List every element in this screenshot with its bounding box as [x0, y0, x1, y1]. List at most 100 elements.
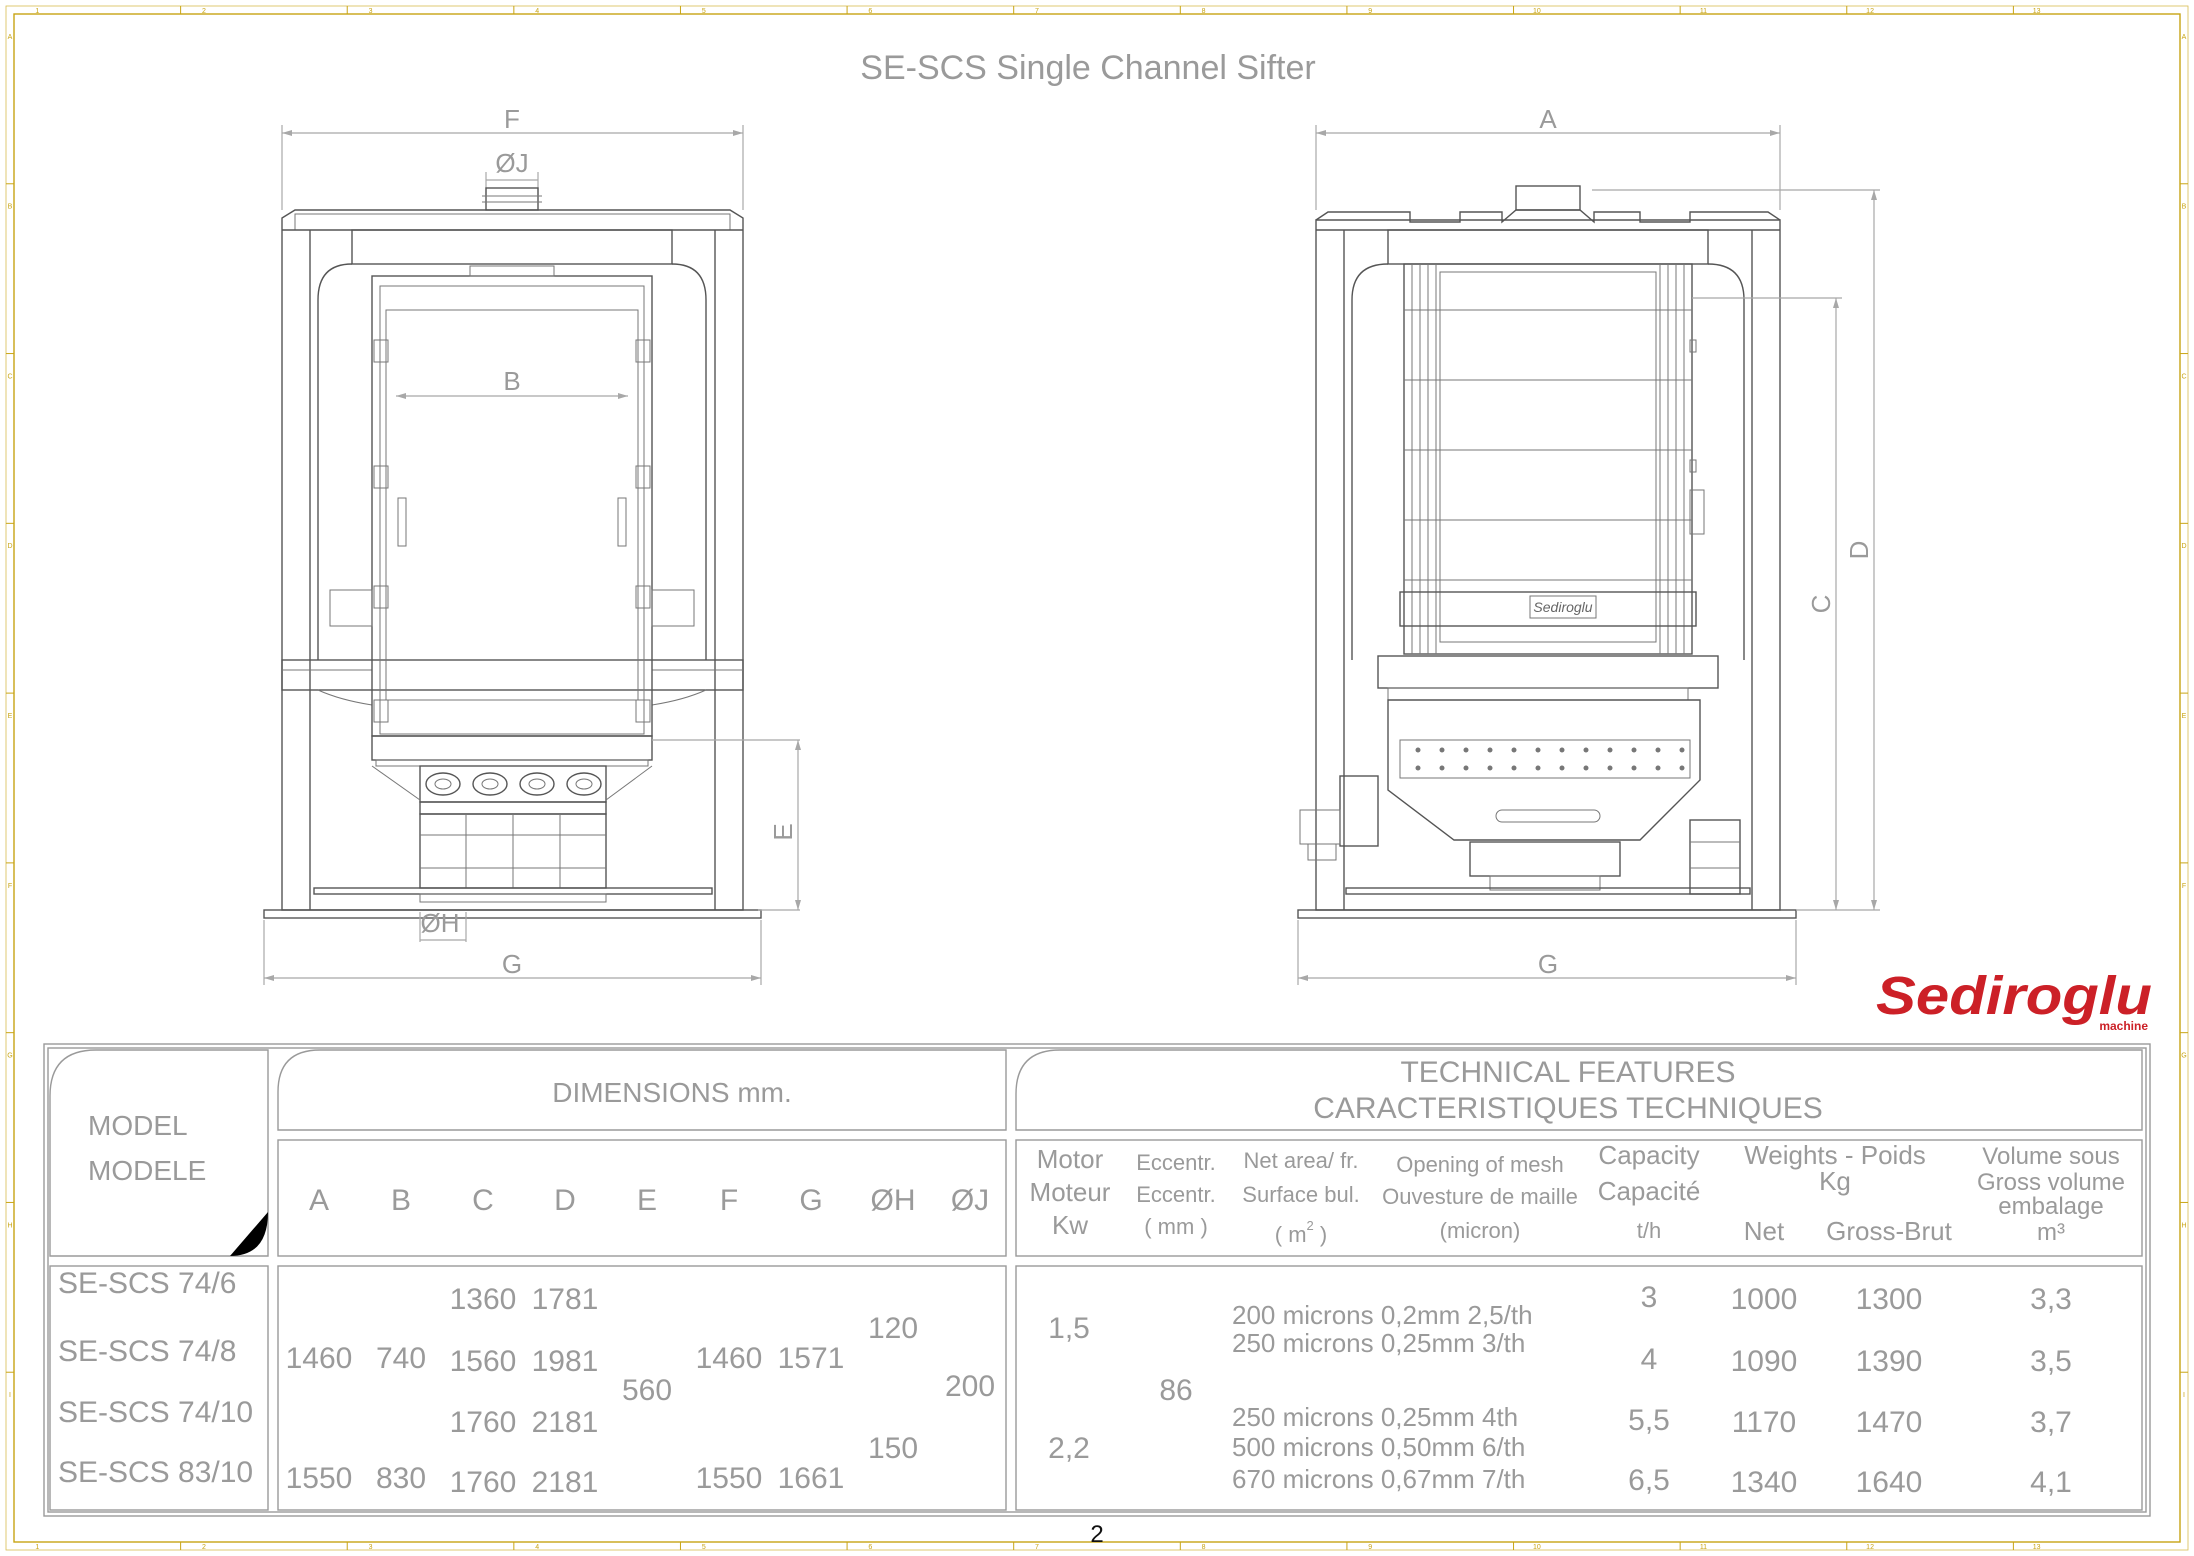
opening-header-1: Opening of mesh: [1396, 1152, 1564, 1177]
dim-F-value: 1460: [696, 1342, 763, 1375]
weight-net-value: 1170: [1732, 1406, 1797, 1439]
mesh-group-b-3: 670 microns 0,67mm 7/th: [1232, 1464, 1525, 1494]
brand-name: Sediroglu: [1876, 966, 2152, 1026]
dim-label-E: E: [768, 823, 798, 840]
frame-col-top-10: 11: [1700, 8, 1707, 15]
weight-net-value: 1000: [1731, 1283, 1798, 1316]
dim-col-header-E: E: [637, 1184, 657, 1217]
frame-row-left-2: C: [7, 373, 12, 380]
frame-col-top-3: 4: [535, 8, 539, 15]
dim-C-value: 1560: [450, 1345, 517, 1378]
dim-A-value: 1550: [286, 1462, 353, 1495]
capacity-header-3: t/h: [1637, 1218, 1661, 1243]
weights-header-2: Kg: [1819, 1166, 1851, 1196]
frame-row-left-6: G: [7, 1053, 12, 1060]
volume-value: 4,1: [2030, 1466, 2072, 1499]
dim-E-value: 560: [622, 1374, 672, 1407]
dim-label-G-right: G: [1538, 949, 1558, 979]
volume-value: 3,3: [2030, 1283, 2072, 1316]
frame-row-right-3: D: [2181, 543, 2186, 550]
dim-D-value: 2181: [532, 1406, 599, 1439]
volume-header-3: embalage: [1998, 1193, 2103, 1220]
frame-row-right-7: H: [2181, 1222, 2186, 1229]
capacity-header-2: Capacité: [1598, 1176, 1701, 1206]
eccentr-header-2: Eccentr.: [1136, 1182, 1215, 1207]
dim-D-value: 1781: [532, 1283, 599, 1316]
brand-logo: Sediroglu machine: [1876, 966, 2152, 1033]
frame-row-left-5: F: [8, 883, 12, 890]
dim-label-H: ØH: [421, 908, 460, 938]
frame-col-bottom-5: 6: [868, 1544, 872, 1551]
model-name: SE-SCS 74/10: [58, 1396, 253, 1429]
frame-row-right-2: C: [2181, 373, 2186, 380]
frame-row-left-7: H: [7, 1222, 12, 1229]
weight-gross-value: 1390: [1856, 1345, 1923, 1378]
model-name: SE-SCS 74/8: [58, 1335, 236, 1368]
mesh-group-b-2: 500 microns 0,50mm 6/th: [1232, 1432, 1525, 1462]
mesh-group-a-1: 200 microns 0,2mm 2,5/th: [1232, 1300, 1533, 1330]
dim-col-header-ØH: ØH: [871, 1184, 916, 1217]
dim-G-value: 1661: [778, 1462, 845, 1495]
frame-col-top-4: 5: [702, 8, 706, 15]
frame-row-right-5: F: [2182, 883, 2186, 890]
model-header-fr: MODELE: [88, 1155, 206, 1186]
weights-gross-header: Gross-Brut: [1826, 1216, 1952, 1246]
volume-header-4: m³: [2037, 1219, 2065, 1246]
frame-col-top-1: 2: [202, 8, 206, 15]
frame-col-top-7: 8: [1202, 8, 1206, 15]
model-name: SE-SCS 83/10: [58, 1456, 253, 1489]
volume-header-2: Gross volume: [1977, 1169, 2125, 1196]
dim-C-value: 1760: [450, 1406, 517, 1439]
dim-label-F: F: [504, 104, 520, 134]
frame-col-bottom-1: 2: [202, 1544, 206, 1551]
frame-row-right-6: G: [2181, 1053, 2186, 1060]
frame-col-bottom-12: 13: [2033, 1544, 2041, 1551]
motor-header-1: Motor: [1037, 1144, 1104, 1174]
frame-col-bottom-0: 1: [35, 1544, 39, 1551]
dim-col-header-G: G: [799, 1184, 822, 1217]
frame-col-top-11: 12: [1866, 8, 1874, 15]
side-view-drawing: A Sediroglu: [1297, 104, 1880, 985]
dim-label-B: B: [503, 366, 520, 396]
page-number: 2: [1090, 1521, 1103, 1548]
opening-header-3: (micron): [1440, 1218, 1521, 1243]
nameplate-text: Sediroglu: [1533, 599, 1592, 615]
mesh-group-a-2: 250 microns 0,25mm 3/th: [1232, 1328, 1525, 1358]
frame-row-right-8: I: [2183, 1392, 2185, 1399]
frame-row-right-4: E: [2182, 713, 2187, 720]
dim-H-value: 120: [868, 1312, 918, 1345]
frame-col-top-0: 1: [35, 8, 39, 15]
weight-gross-value: 1640: [1856, 1466, 1923, 1499]
capacity-value: 6,5: [1628, 1464, 1670, 1497]
frame-col-top-2: 3: [369, 8, 373, 15]
dim-label-A: A: [1539, 104, 1557, 134]
opening-header-2: Ouvesture de maille: [1382, 1184, 1578, 1209]
weight-gross-value: 1300: [1856, 1283, 1923, 1316]
frame-row-left-4: E: [8, 713, 13, 720]
net-area-header-1: Net area/ fr.: [1244, 1148, 1359, 1173]
frame-col-top-12: 13: [2033, 8, 2041, 15]
frame-row-left-3: D: [7, 543, 12, 550]
net-area-header-2: Surface bul.: [1242, 1182, 1359, 1207]
volume-value: 3,5: [2030, 1345, 2072, 1378]
dim-col-header-ØJ: ØJ: [951, 1184, 989, 1217]
dim-B-value: 830: [376, 1462, 426, 1495]
frame-col-top-5: 6: [868, 8, 872, 15]
motor-kw-value: 2,2: [1048, 1432, 1090, 1465]
net-area-header-3: ( m2 ): [1275, 1218, 1327, 1247]
frame-col-top-8: 9: [1368, 8, 1372, 15]
dim-label-D: D: [1844, 541, 1874, 560]
dim-A-value: 1460: [286, 1342, 353, 1375]
motor-header-2: Moteur: [1030, 1177, 1111, 1207]
weight-net-value: 1340: [1731, 1466, 1798, 1499]
frame-row-left-1: B: [8, 204, 13, 211]
frame-col-bottom-6: 7: [1035, 1544, 1039, 1551]
frame-col-top-9: 10: [1533, 8, 1541, 15]
dim-col-header-D: D: [554, 1184, 576, 1217]
front-view-drawing: F ØJ B: [263, 104, 801, 985]
capacity-header-1: Capacity: [1598, 1140, 1699, 1170]
model-header-en: MODEL: [88, 1110, 188, 1141]
eccentricity-value: 86: [1159, 1374, 1192, 1407]
page-title: SE-SCS Single Channel Sifter: [860, 49, 1315, 87]
